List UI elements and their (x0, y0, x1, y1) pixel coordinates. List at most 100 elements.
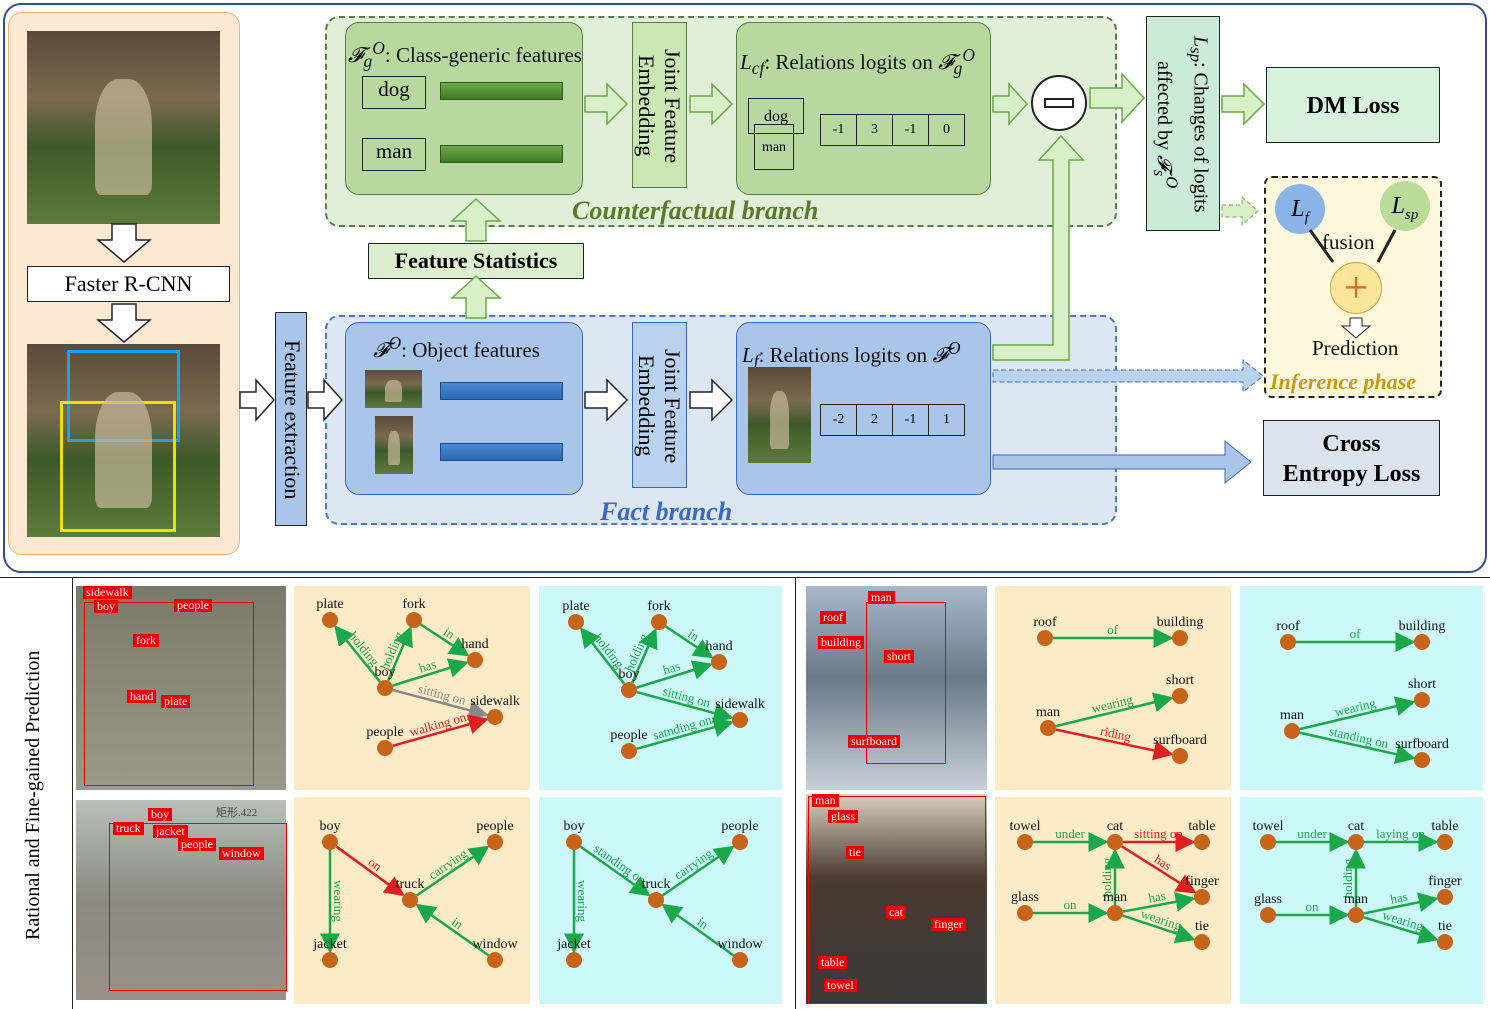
relation-edge (636, 660, 713, 689)
example-image-surf: man roof building short surfboard (806, 586, 987, 790)
node-label: finger (1185, 874, 1219, 889)
relation-edge (392, 658, 469, 687)
relation-label: sitting on (1134, 826, 1183, 841)
relation-label: holding (1099, 857, 1114, 897)
graph-node (487, 834, 503, 850)
detected-image (27, 344, 220, 537)
node-label: hand (705, 639, 732, 654)
graph-node (568, 614, 584, 630)
graph-node (1172, 688, 1188, 704)
node-label: cat (1348, 819, 1364, 834)
up-arrow (450, 197, 502, 242)
node-label: fork (402, 597, 425, 612)
relation-label: on (1306, 899, 1320, 914)
lsp-node: Lsp (1380, 181, 1430, 231)
down-arrow (95, 303, 153, 343)
down-arrow (95, 223, 153, 263)
relation-edge (661, 903, 735, 957)
ce-loss-box: Cross Entropy Loss (1263, 420, 1440, 496)
cf-logit: 0 (943, 122, 950, 137)
relation-edge (636, 717, 734, 751)
class-generic-label: 𝓕gO: Class-generic features (348, 38, 582, 72)
node-label: table (1188, 819, 1215, 834)
relation-edge (1363, 916, 1439, 944)
f-logit: -1 (893, 405, 929, 435)
node-label: short (1166, 673, 1194, 688)
graph-node (467, 652, 483, 668)
graph-node (322, 952, 338, 968)
graph-node (566, 952, 582, 968)
graph-node (566, 834, 582, 850)
relation-edge (420, 623, 470, 657)
relation-label: satnding on (651, 712, 714, 743)
relation-edge (392, 688, 489, 720)
relation-edge (1055, 728, 1174, 761)
relation-label: under (1297, 826, 1327, 841)
node-label: cat (1107, 819, 1123, 834)
graph-node (648, 892, 664, 908)
node-label: tie (1195, 919, 1209, 934)
node-label: window (472, 937, 518, 952)
node-label: people (610, 728, 647, 743)
node-label: jacket (556, 937, 591, 952)
f-logit: 1 (943, 412, 950, 427)
node-label: short (1408, 677, 1436, 692)
graph-node (377, 740, 393, 756)
node-label: window (717, 937, 763, 952)
node-label: hand (461, 637, 488, 652)
node-label: roof (1033, 615, 1057, 630)
prediction-label: Prediction (1312, 336, 1399, 360)
graph-node (1040, 720, 1056, 736)
graph-node (1414, 752, 1430, 768)
relation-label: of (1350, 626, 1362, 641)
relation-label: riding (1099, 723, 1133, 744)
right-arrow (307, 378, 344, 422)
man-object-bar (440, 443, 563, 461)
graph-tile (1240, 586, 1483, 790)
cf-logit: 3 (857, 115, 893, 145)
graph-node (1260, 907, 1276, 923)
relation-label: has (661, 658, 682, 677)
relation-edge (664, 625, 714, 659)
relation-edge (1122, 914, 1196, 944)
joint-embedding-f: Joint Feature Embedding (632, 322, 687, 488)
node-label: surfboard (1153, 733, 1207, 748)
graph-node (402, 892, 418, 908)
relation-edge (1055, 692, 1174, 728)
fusion-arrow (1308, 229, 1335, 263)
dashed-arrow (1221, 195, 1259, 227)
relation-edge (415, 903, 490, 957)
relation-edge (334, 625, 381, 683)
relations-f-label: Lf: Relations logits on 𝓕O (742, 338, 961, 372)
graph-node (621, 682, 637, 698)
node-label: roof (1276, 619, 1300, 634)
pipeline-frame (3, 3, 1487, 573)
graph-node (1348, 834, 1364, 850)
feature-extraction-box: Feature extraction (275, 312, 307, 526)
graph-node (1017, 905, 1033, 921)
graph-node (1414, 634, 1430, 650)
graph-node (1037, 630, 1053, 646)
relation-edge (579, 845, 651, 897)
node-label: glass (1011, 890, 1039, 905)
joint-embedding-cf: Joint Feature Embedding (632, 22, 687, 188)
node-label: truck (396, 877, 425, 892)
down-arrow (1340, 317, 1372, 339)
cf-logit: -1 (893, 115, 929, 145)
graph-node (487, 709, 503, 725)
dog-feature-bar (440, 82, 563, 100)
up-arrow (992, 134, 1085, 361)
right-arrow (992, 82, 1029, 126)
dog-object-bar (440, 382, 563, 400)
node-label: man (1280, 708, 1304, 723)
graph-node (1017, 834, 1033, 850)
relation-label: has (1147, 888, 1167, 906)
sp-box: Lsp: Changes of logits affected by 𝓕sO (1146, 16, 1220, 231)
graph-node (1414, 692, 1430, 708)
relation-label: holding (1340, 858, 1355, 898)
class-generic-box (345, 22, 583, 195)
graph-node (1280, 634, 1296, 650)
fusion-arrow (1376, 229, 1397, 263)
node-label: plate (316, 597, 343, 612)
relation-label: on (1064, 897, 1078, 912)
